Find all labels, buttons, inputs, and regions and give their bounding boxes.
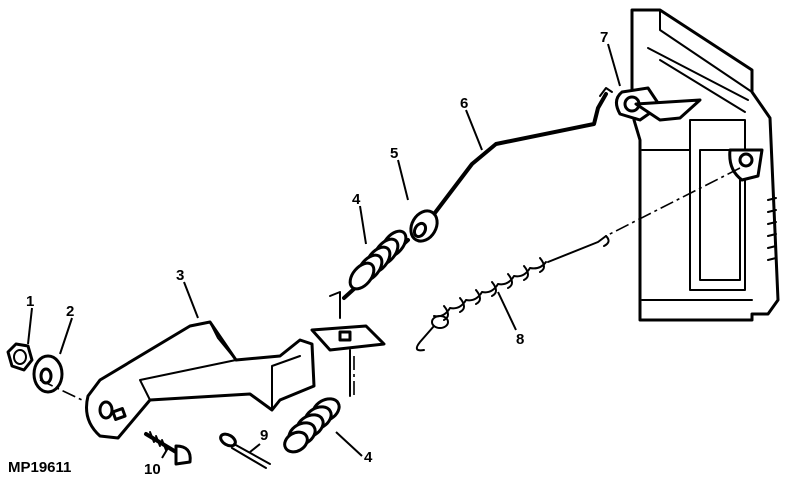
carriage-bolt — [144, 431, 192, 466]
callout-labels: 1 2 3 4 5 6 7 8 9 4 10 — [26, 29, 608, 478]
cotter-pin — [219, 432, 271, 469]
callout-7: 7 — [600, 29, 608, 46]
spring-bracket — [310, 291, 386, 397]
callout-8: 8 — [516, 331, 524, 348]
hex-nut — [6, 342, 34, 372]
callout-6: 6 — [460, 95, 468, 112]
callout-10: 10 — [144, 461, 161, 478]
callout-2: 2 — [66, 303, 74, 320]
leader-lines — [27, 43, 621, 459]
callout-1: 1 — [26, 293, 34, 310]
extension-spring — [415, 235, 610, 352]
upper-compression-spring — [342, 229, 410, 300]
callout-9: 9 — [260, 427, 268, 444]
lower-compression-spring — [283, 397, 341, 454]
callout-5: 5 — [390, 145, 398, 162]
callout-4-upper: 4 — [352, 191, 361, 208]
rod-bushing — [409, 209, 439, 243]
lever-arm — [85, 320, 316, 440]
figure-id: MP19611 — [8, 459, 71, 476]
callout-3: 3 — [176, 267, 184, 284]
callout-4-lower: 4 — [364, 449, 373, 466]
assembly-centerlines — [39, 167, 741, 401]
flat-washer — [32, 354, 64, 394]
control-rod — [426, 87, 613, 224]
mounting-frame — [615, 8, 780, 322]
